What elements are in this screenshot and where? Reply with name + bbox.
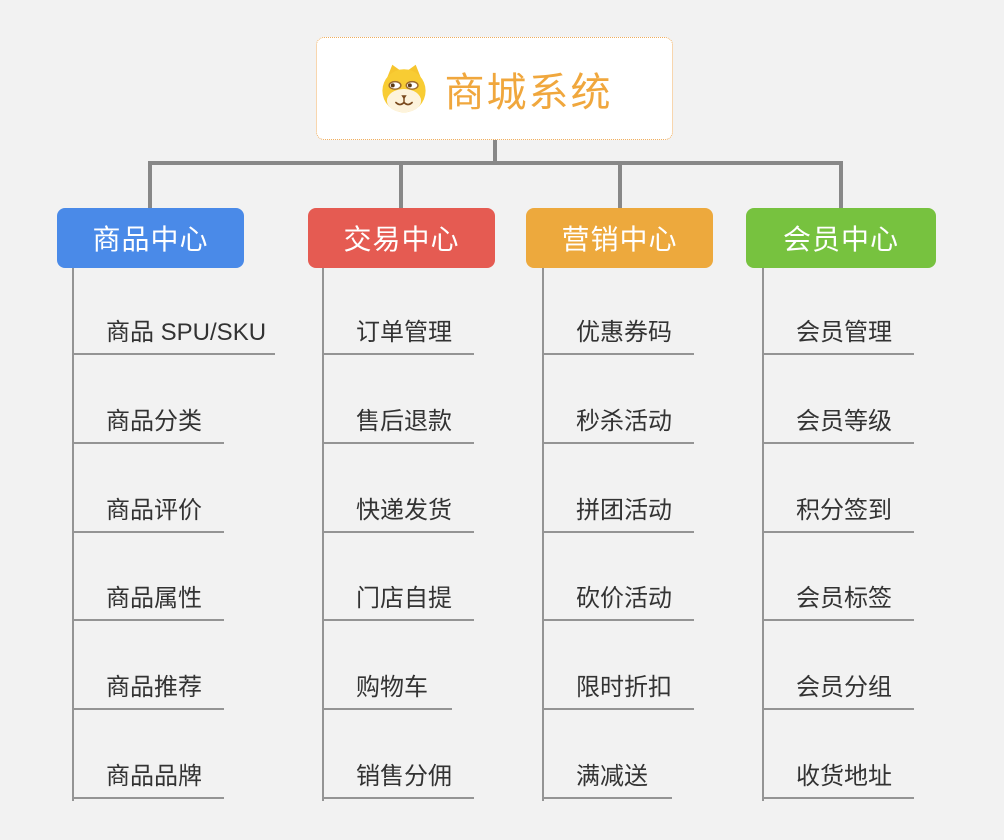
root-node[interactable]: 商城系统 <box>316 37 673 140</box>
leaf-node[interactable]: 商品品牌 <box>72 761 224 799</box>
leaf-node[interactable]: 商品 SPU/SKU <box>72 317 275 355</box>
leaf-node[interactable]: 满减送 <box>542 761 672 799</box>
branch-member-center[interactable]: 会员中心 <box>746 208 936 268</box>
leaf-node[interactable]: 会员管理 <box>762 317 914 355</box>
leaf-node[interactable]: 会员等级 <box>762 406 914 444</box>
leaf-node[interactable]: 会员标签 <box>762 583 914 621</box>
branch-label: 会员中心 <box>782 224 899 255</box>
leaf-node[interactable]: 优惠券码 <box>542 317 694 355</box>
branch-trade-center[interactable]: 交易中心 <box>308 208 495 268</box>
connector-column-line <box>762 268 764 801</box>
leaf-node[interactable]: 砍价活动 <box>542 583 694 621</box>
connector-branch-stem <box>839 161 843 208</box>
connector-horizontal-bar <box>148 161 843 165</box>
branch-label: 商品中心 <box>92 224 209 255</box>
leaf-node[interactable]: 销售分佣 <box>322 761 474 799</box>
leaf-node[interactable]: 快递发货 <box>322 495 474 533</box>
leaf-node[interactable]: 拼团活动 <box>542 495 694 533</box>
leaf-node[interactable]: 秒杀活动 <box>542 406 694 444</box>
branch-marketing-center[interactable]: 营销中心 <box>526 208 713 268</box>
connector-column-line <box>542 268 544 801</box>
connector-branch-stem <box>399 161 403 208</box>
leaf-node[interactable]: 门店自提 <box>322 583 474 621</box>
connector-branch-stem <box>618 161 622 208</box>
leaf-node[interactable]: 限时折扣 <box>542 672 694 710</box>
doge-icon <box>377 62 431 116</box>
leaf-node[interactable]: 积分签到 <box>762 495 914 533</box>
leaf-node[interactable]: 商品推荐 <box>72 672 224 710</box>
leaf-node[interactable]: 商品属性 <box>72 583 224 621</box>
connector-column-line <box>322 268 324 801</box>
leaf-node[interactable]: 商品评价 <box>72 495 224 533</box>
branch-label: 交易中心 <box>343 224 460 255</box>
leaf-node[interactable]: 购物车 <box>322 672 452 710</box>
connector-root-stem <box>493 140 497 163</box>
leaf-node[interactable]: 会员分组 <box>762 672 914 710</box>
connector-column-line <box>72 268 74 801</box>
branch-product-center[interactable]: 商品中心 <box>57 208 244 268</box>
leaf-node[interactable]: 售后退款 <box>322 406 474 444</box>
connector-branch-stem <box>148 161 152 208</box>
leaf-node[interactable]: 收货地址 <box>762 761 914 799</box>
leaf-node[interactable]: 订单管理 <box>322 317 474 355</box>
root-title: 商城系统 <box>444 70 613 115</box>
leaf-node[interactable]: 商品分类 <box>72 406 224 444</box>
branch-label: 营销中心 <box>561 224 678 255</box>
